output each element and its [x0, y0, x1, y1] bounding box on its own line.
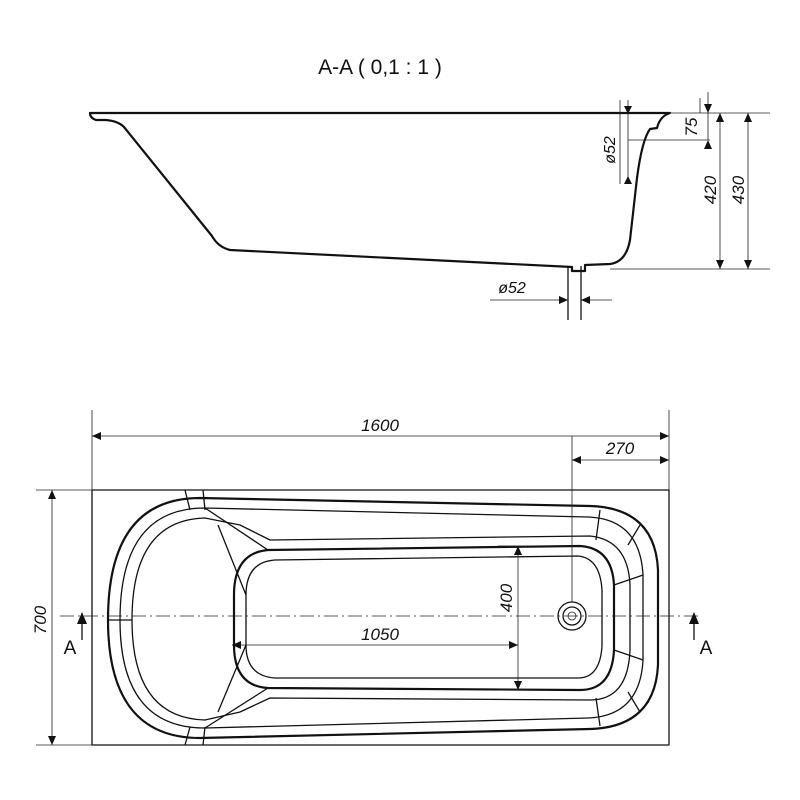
section-view: A-A ( 0,1 : 1 )	[88, 56, 770, 320]
dim-inner-length: 1050	[361, 625, 399, 644]
dim-drain-offset-line	[571, 436, 669, 602]
section-marker-left: A	[64, 612, 87, 659]
dim-inner-length-line	[232, 641, 518, 649]
basin-contour-2	[119, 507, 644, 729]
section-title: A-A ( 0,1 : 1 )	[318, 56, 442, 79]
dim-overflow-diameter: ø52	[602, 136, 619, 164]
dim-width-line	[36, 489, 92, 746]
dim-length: 1600	[361, 416, 399, 435]
tub-outer-rim	[91, 489, 670, 746]
section-mark-right: A	[700, 638, 713, 659]
drain-pipe	[567, 266, 582, 320]
basin-floor	[232, 544, 616, 692]
section-mark-left: A	[64, 638, 77, 659]
section-marker-right: A	[689, 612, 713, 659]
headrest-facets	[108, 489, 644, 746]
dim-drain-offset: 270	[605, 439, 635, 458]
plan-view: 1600 270 700 400	[31, 410, 713, 746]
section-dimension-arrows	[490, 104, 752, 304]
dim-inner-width: 400	[497, 583, 516, 612]
dim-length-line	[91, 410, 670, 490]
dim-total-height: 430	[729, 175, 748, 204]
dim-drain-diameter: ø52	[498, 280, 526, 297]
dim-top-offset: 75	[682, 117, 701, 136]
dim-inner-width-line	[498, 545, 530, 691]
dim-inner-depth: 420	[701, 175, 720, 204]
basin-floor-inner	[245, 555, 603, 679]
backrest-contour	[131, 517, 631, 721]
basin-outer	[106, 496, 660, 740]
tub-profile	[88, 111, 672, 273]
dim-width: 700	[31, 605, 50, 634]
